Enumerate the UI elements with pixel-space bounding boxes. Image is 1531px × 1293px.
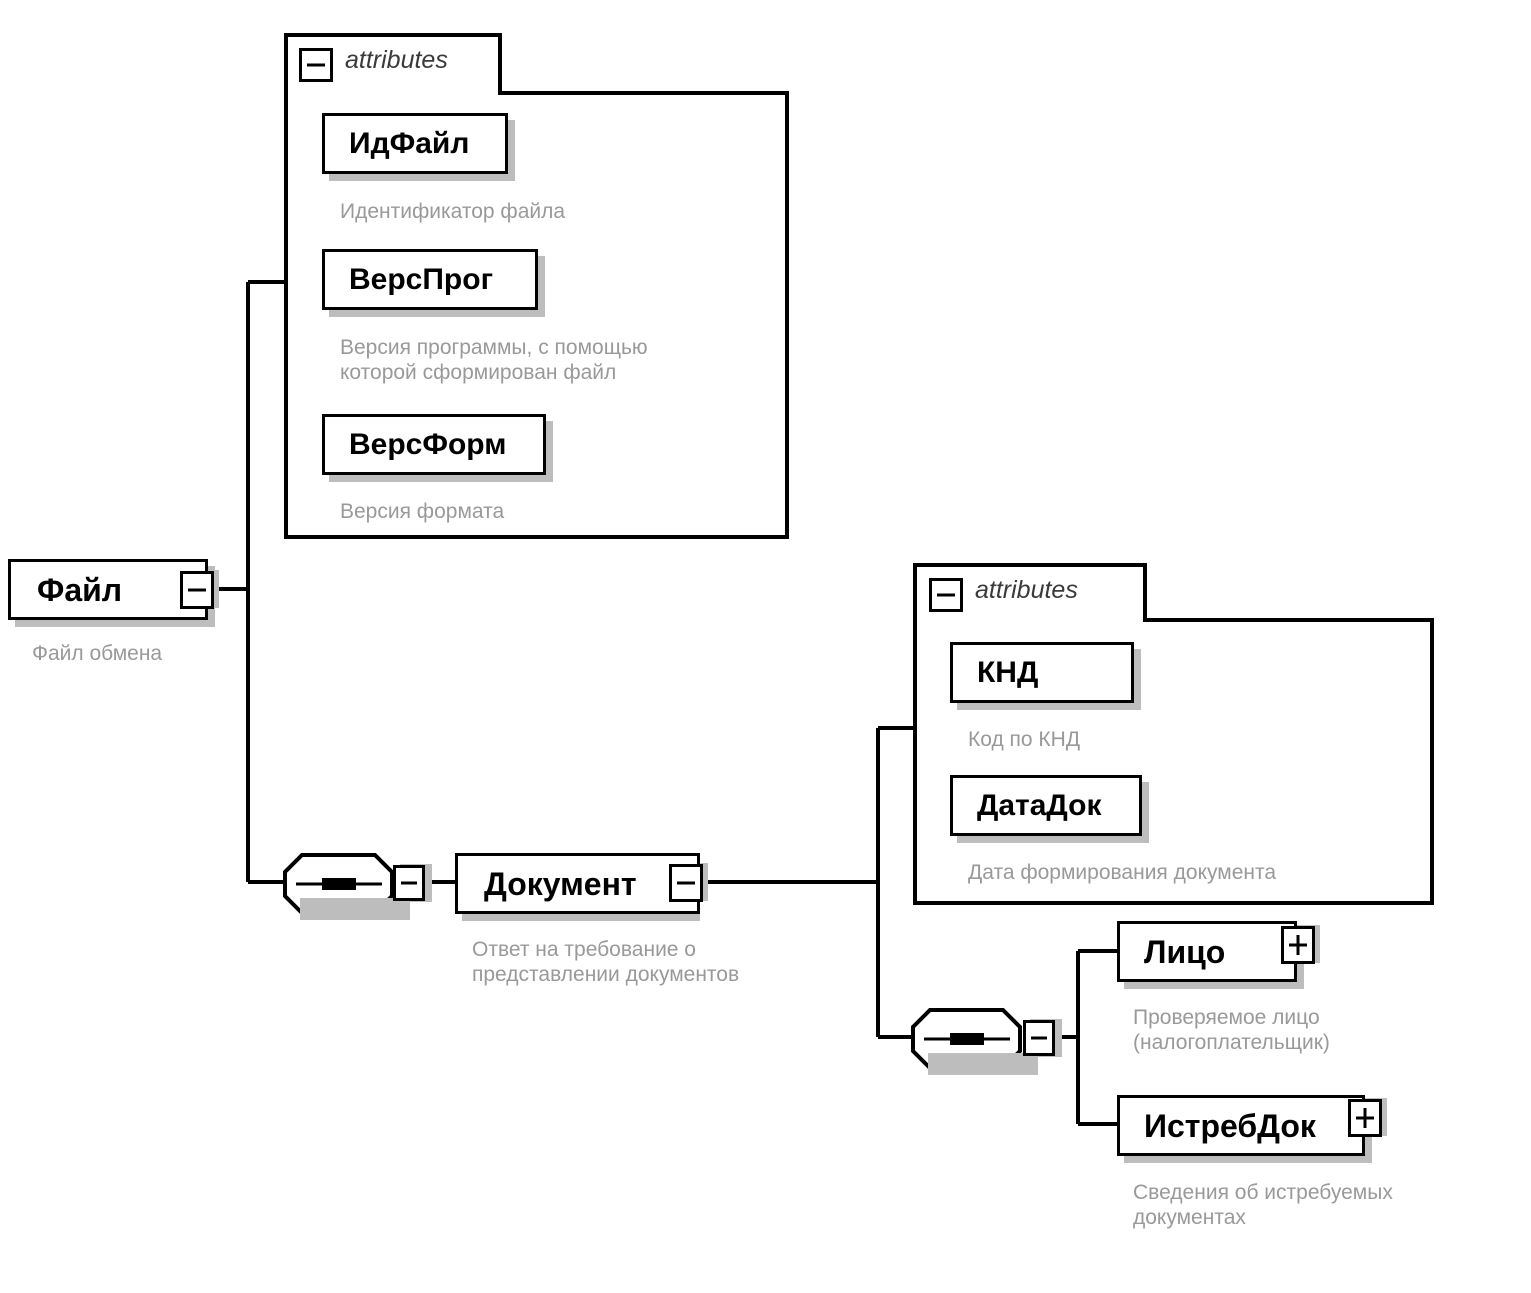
element-node-istrebdok-label: ИстребДок [1144,1107,1316,1144]
attribute-node-versform-label: ВерсФорм [349,427,507,461]
attribute-node-versform[interactable]: ВерсФорм [322,414,546,475]
element-node-document-collapse-icon[interactable] [669,864,703,902]
sequence2-collapse-icon[interactable] [1023,1020,1055,1056]
file-attributes-title: attributes [345,46,448,74]
element-node-file-description: Файл обмена [32,642,163,665]
sequence1-shadow [300,898,410,920]
attribute-node-versform-description: Версия формата [340,500,505,523]
attribute-node-versprog-label: ВерсПрог [349,262,494,296]
attribute-node-idfile[interactable]: ИдФайл [322,113,508,174]
element-node-file[interactable]: Файл [8,559,208,620]
document-attributes-title: attributes [975,576,1078,604]
attribute-node-knd-label: КНД [977,655,1039,689]
element-node-file-label: Файл [37,571,123,608]
element-node-lico-label: Лицо [1144,933,1226,970]
document-attributes-collapse-icon[interactable] [929,578,963,612]
element-node-file-collapse-icon[interactable] [180,571,214,609]
attribute-node-datadok-description: Дата формирования документа [968,861,1277,884]
element-node-istrebdok-expand-icon[interactable] [1348,1099,1382,1137]
attribute-node-datadok[interactable]: ДатаДок [950,775,1142,836]
element-node-document-label: Документ [484,865,637,902]
element-node-istrebdok[interactable]: ИстребДок [1117,1095,1365,1156]
element-node-istrebdok-description: Сведения об истребуемых документах [1133,1181,1393,1229]
attribute-node-idfile-description: Идентификатор файла [340,200,566,223]
attribute-node-datadok-label: ДатаДок [977,788,1102,822]
attribute-node-knd[interactable]: КНД [950,642,1134,703]
element-node-document-description: Ответ на требование о представлении доку… [472,938,740,986]
file-attributes-collapse-icon[interactable] [299,48,333,82]
element-node-document[interactable]: Документ [455,853,700,914]
element-node-lico-description: Проверяемое лицо (налогоплательщик) [1133,1006,1330,1054]
document-attributes-container-outline [913,563,1434,905]
attribute-node-versprog-description: Версия программы, с помощью которой сфор… [340,336,648,384]
element-node-lico[interactable]: Лицо [1117,921,1297,982]
file-attributes-container-outline [284,33,789,539]
attribute-node-knd-description: Код по КНД [968,728,1081,751]
attribute-node-versprog[interactable]: ВерсПрог [322,249,538,310]
sequence1-collapse-icon[interactable] [393,865,425,901]
attribute-node-idfile-label: ИдФайл [349,126,470,160]
sequence2-shadow [928,1053,1038,1075]
element-node-lico-expand-icon[interactable] [1281,926,1315,964]
